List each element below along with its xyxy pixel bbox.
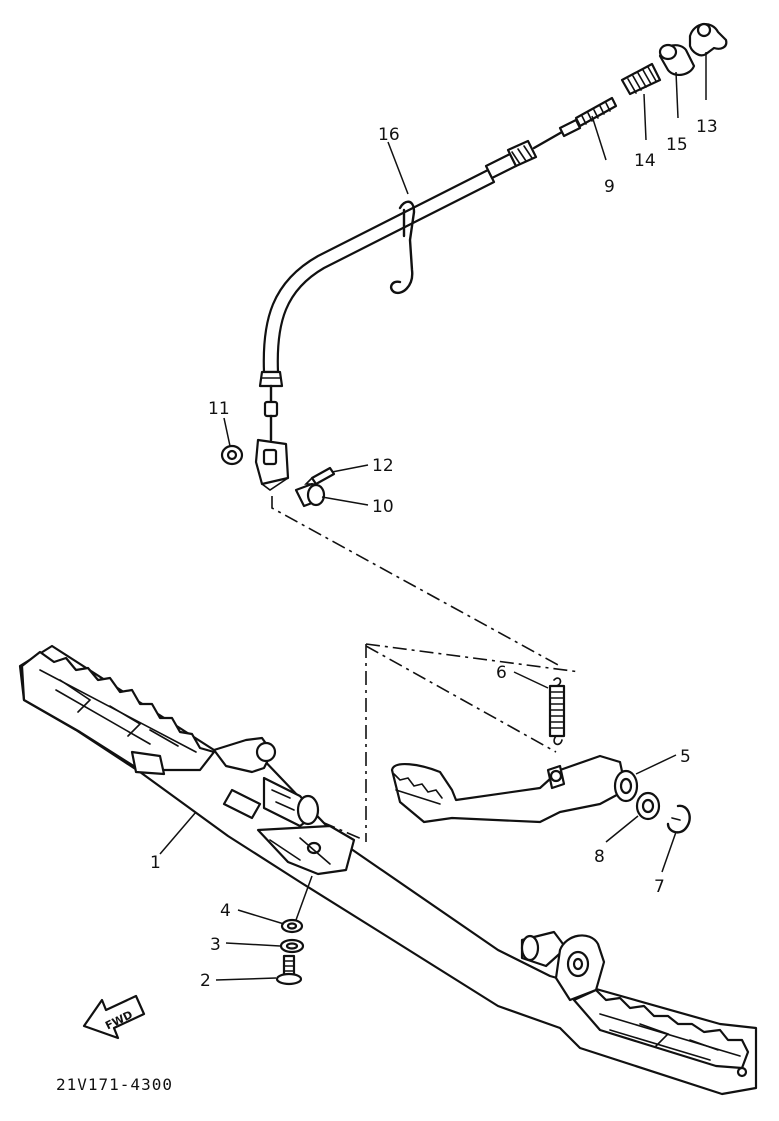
label-part-16: 16 xyxy=(378,125,400,145)
cable-guide xyxy=(389,200,416,295)
fwd-arrow-icon: FWD xyxy=(82,994,146,1040)
label-part-4: 4 xyxy=(220,901,231,921)
adjusting-nut-13 xyxy=(688,22,728,57)
cotter-pin-12 xyxy=(304,466,336,486)
spring-14 xyxy=(620,62,662,96)
label-part-14: 14 xyxy=(634,151,656,171)
label-part-1: 1 xyxy=(150,853,161,873)
label-part-3: 3 xyxy=(210,935,221,955)
label-part-2: 2 xyxy=(200,971,211,991)
label-part-10: 10 xyxy=(372,497,394,517)
lock-washer-3 xyxy=(279,938,305,954)
label-part-5: 5 xyxy=(680,747,691,767)
label-part-12: 12 xyxy=(372,456,394,476)
label-part-11: 11 xyxy=(208,399,230,419)
label-part-13: 13 xyxy=(696,117,718,137)
label-part-9: 9 xyxy=(604,177,615,197)
bolt-2 xyxy=(275,954,303,986)
label-part-8: 8 xyxy=(594,847,605,867)
part-number-labels: 1 2 3 4 5 6 7 8 9 10 11 12 13 14 15 16 xyxy=(150,117,718,991)
label-part-6: 6 xyxy=(496,663,507,683)
return-spring-6 xyxy=(548,677,566,746)
label-part-15: 15 xyxy=(666,135,688,155)
plate-washer-4 xyxy=(280,918,304,934)
joint-15 xyxy=(658,43,696,76)
circlip-7 xyxy=(666,804,691,834)
brake-cable xyxy=(254,96,618,491)
label-part-7: 7 xyxy=(654,877,665,897)
washer-11 xyxy=(220,444,244,466)
brake-pedal xyxy=(390,754,639,824)
diagram-code: 21V171-4300 xyxy=(56,1075,173,1094)
footrest-bar xyxy=(18,644,758,1096)
washer-8 xyxy=(635,791,661,821)
leader-lines xyxy=(159,52,707,981)
pin-10 xyxy=(294,482,326,508)
